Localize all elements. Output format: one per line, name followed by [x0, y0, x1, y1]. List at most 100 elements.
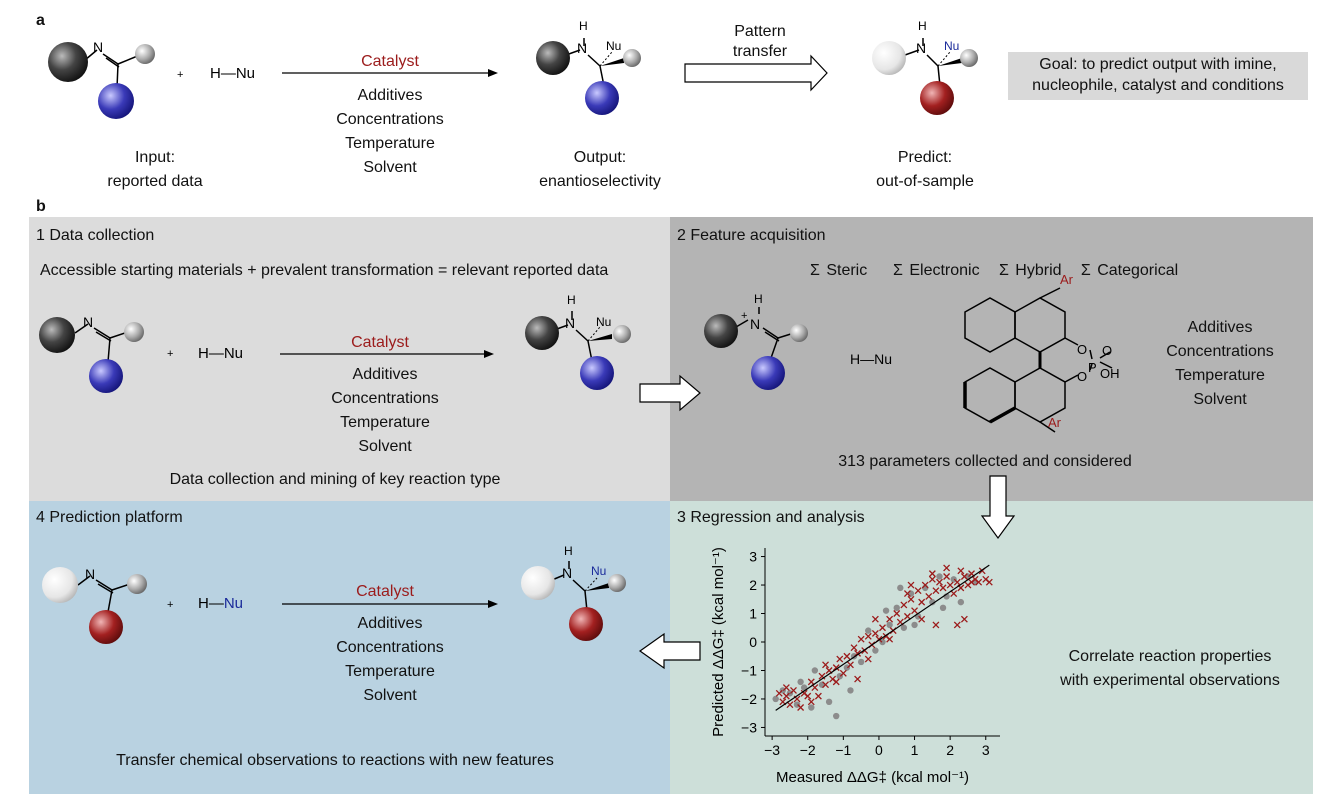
conditions-a: Additives Concentrations Temperature Sol…	[336, 87, 444, 176]
section-data-collection	[29, 217, 670, 501]
svg-text:H: H	[567, 293, 576, 307]
data-point-circle	[893, 604, 900, 612]
y-tick-label: 0	[749, 634, 757, 650]
svg-text:H: H	[754, 292, 763, 306]
y-axis-label: Predicted ΔΔG‡ (kcal mol⁻¹)	[710, 547, 727, 737]
flow-arrow-2-to-3	[980, 475, 1016, 540]
data-point-cross	[939, 584, 947, 592]
product-b1: H N Nu	[525, 293, 631, 390]
svg-text:O: O	[1077, 342, 1087, 357]
section4-footer: Transfer chemical observations to reacti…	[116, 752, 554, 769]
data-point-cross	[903, 612, 911, 620]
predict-label: Predict: out-of-sample	[876, 149, 974, 190]
svg-text:+: +	[167, 599, 173, 611]
catalyst-label-a: Catalyst	[361, 53, 419, 70]
data-point-cross	[797, 704, 805, 711]
x-tick-label: 1	[911, 742, 919, 758]
section2-title: 2 Feature acquisition	[677, 227, 826, 244]
section1-footer: Data collection and mining of key reacti…	[169, 471, 501, 488]
section3-title: 3 Regression and analysis	[677, 509, 865, 526]
data-point-cross	[836, 655, 844, 663]
data-point-circle	[882, 607, 890, 614]
data-point-cross	[925, 592, 933, 600]
data-point-cross	[790, 686, 797, 694]
x-tick-label: −1	[835, 742, 851, 758]
data-point-cross	[804, 692, 812, 700]
imine-b4: N	[42, 566, 147, 644]
feature-list: Σ Steric Σ Electronic Σ Hybrid Σ Categor…	[810, 262, 1178, 280]
section2-footer: 313 parameters collected and considered	[838, 453, 1132, 470]
svg-text:Nu: Nu	[944, 39, 959, 53]
data-point-cross	[850, 644, 858, 652]
svg-text:H: H	[579, 19, 588, 33]
feature-electronic: Σ Electronic	[893, 262, 980, 279]
x-tick-label: 0	[875, 742, 883, 758]
data-point-circle	[936, 573, 943, 580]
data-point-circle	[808, 704, 815, 711]
data-point-circle	[825, 698, 833, 706]
svg-text:N: N	[916, 40, 926, 56]
y-tick-label: 3	[749, 549, 757, 565]
nucleophile-b4: H—Nu	[198, 595, 243, 612]
y-tick-label: −3	[741, 719, 757, 735]
feature-steric: Σ Steric	[810, 262, 868, 279]
data-point-circle	[772, 695, 779, 703]
imine-b1: N	[39, 314, 144, 393]
product-b4: H N Nu	[521, 544, 626, 641]
ar-top-label: Ar	[1060, 272, 1074, 287]
svg-text:OH: OH	[1100, 366, 1120, 381]
data-point-cross	[957, 567, 965, 575]
fit-line	[775, 564, 990, 711]
data-point-circle	[907, 590, 915, 597]
data-point-cross	[782, 684, 790, 692]
data-point-cross	[807, 698, 815, 706]
x-axis-label: Measured ΔΔG‡ (kcal mol⁻¹)	[776, 769, 969, 786]
data-point-cross	[953, 578, 961, 586]
data-point-circle	[897, 584, 904, 592]
flow-arrow-3-to-4	[638, 632, 701, 670]
plus-sign: +	[177, 69, 183, 81]
flow-arrow-1-to-2	[639, 374, 701, 412]
data-point-cross	[968, 578, 975, 586]
section-prediction-platform	[29, 501, 670, 794]
data-point-circle	[847, 687, 854, 694]
feature-hybrid: Σ Hybrid	[998, 262, 1062, 279]
atom-n-label: N	[93, 39, 103, 55]
conditions-b4: Additives Concentrations Temperature Sol…	[336, 615, 444, 704]
data-point-cross	[950, 590, 958, 598]
data-point-cross	[918, 598, 926, 606]
data-point-cross	[807, 678, 815, 686]
data-point-cross	[864, 655, 872, 663]
data-point-cross	[946, 581, 954, 589]
nucleophile-label: H—Nu	[210, 65, 255, 82]
x-tick-label: −2	[800, 742, 816, 758]
data-point-cross	[914, 587, 922, 595]
data-point-cross	[893, 610, 901, 617]
svg-text:N: N	[565, 315, 575, 331]
data-point-cross	[985, 578, 993, 586]
y-tick-label: 1	[749, 606, 757, 622]
data-point-cross	[928, 570, 936, 578]
panel-a-label: a	[36, 12, 45, 29]
data-point-cross	[864, 632, 872, 640]
data-point-cross	[960, 573, 968, 580]
data-point-cross	[960, 615, 968, 623]
panel-a-graphics: N + H—Nu H N Nu H N Nu	[48, 19, 978, 119]
data-point-cross	[936, 578, 943, 586]
data-point-cross	[921, 581, 929, 589]
svg-text:+: +	[741, 310, 747, 322]
conditions-b2: Additives Concentrations Temperature Sol…	[1166, 319, 1274, 408]
data-point-cross	[943, 564, 951, 572]
pattern-transfer-label: Pattern transfer	[732, 23, 788, 60]
data-point-circle	[939, 604, 947, 612]
svg-text:N: N	[577, 40, 587, 56]
data-point-circle	[865, 627, 872, 634]
data-point-cross	[782, 692, 790, 700]
data-point-circle	[900, 624, 908, 631]
data-point-cross	[975, 578, 983, 586]
correlate-text: Correlate reaction properties with exper…	[1060, 648, 1280, 689]
data-point-circle	[886, 621, 893, 629]
data-point-cross	[775, 689, 783, 697]
